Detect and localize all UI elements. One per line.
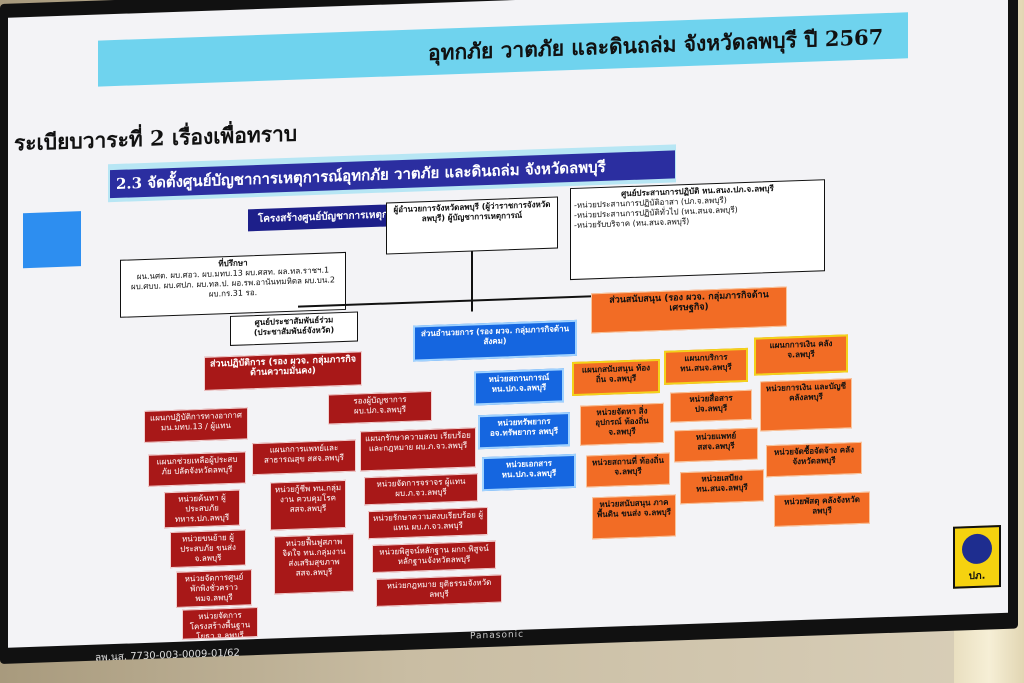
side-tab [23,211,81,269]
ops-sub-unit: หน่วยกฎหมาย ยุติธรรมจังหวัดลพบุรี [376,574,502,607]
advisor-box: ที่ปรึกษา ผน.นศต. ผบ.ศอว. ผบ.มทบ.13 ผบ.ศ… [120,251,346,318]
connector [471,251,473,312]
logo-text: ปภ. [968,570,986,583]
ops-unit: แผนกปฏิบัติการทางอากาศ มน.มทบ.13 / ผู้แท… [144,407,248,443]
ops-sub-unit: หน่วยจัดการศูนย์ พักพิงชั่วคราว พมจ.ลพบุ… [176,569,252,608]
admin-unit: หน่วยสถานการณ์ หน.ปภ.จ.ลพบุรี [474,368,564,406]
ops-unit: แผนกช่วยเหลือผู้ประสบภัย ปลัดจังหวัดลพบุ… [148,451,246,487]
support-unit: หน่วยจัดหา สิ่งอุปกรณ์ ท้องถิ่น จ.ลพบุรี [580,402,664,446]
ops-unit: แผนกรักษาความสงบ เรียบร้อยและกฎหมาย ผบ.ภ… [360,427,476,472]
ops-sub-unit: หน่วยพิสูจน์หลักฐาน ผกก.พิสูจน์หลักฐานจั… [372,540,496,574]
support-head: แผนกบริการ ทน.สนจ.ลพบุรี [664,347,748,385]
agenda-title: ระเบียบวาระที่ 2 เรื่องเพื่อทราบ [14,120,298,156]
ops-sub-unit: หน่วยค้นหา ผู้ประสบภัย ทหาร.ปภ.ลพบุรี [164,489,240,529]
support-unit: หน่วยสถานที่ ท้องถิ่น จ.ลพบุรี [586,452,670,488]
ops-sub-unit: หน่วยรักษาความสงบเรียบร้อย ผู้แทน ผบ.ภ.จ… [368,506,488,540]
admin-unit: หน่วยเอกสาร หน.ปภ.จ.ลพบุรี [482,453,576,492]
admin-section: ส่วนอำนวยการ (รอง ผวจ. กลุ่มภารกิจด้านสั… [413,319,577,362]
support-section: ส่วนสนับสนุน (รอง ผวจ. กลุ่มภารกิจด้านเศ… [591,286,787,334]
ops-sub-unit: หน่วยจัดการจราจร ผู้แทน ผบ.ภ.จว.ลพบุรี [364,473,478,506]
ddpm-logo: ปภ. [953,525,1001,589]
ops-sub-unit: หน่วยจัดการ โครงสร้างพื้นฐาน โยธา จ.ลพบุ… [182,606,258,640]
ops-unit: แผนกการแพทย์และสาธารณสุข สสจ.ลพบุรี [252,439,356,476]
support-unit: หน่วยจัดซื้อจัดจ้าง คลังจังหวัดลพบุรี [766,441,862,478]
ops-sub-unit: หน่วยฟื้นฟูสภาพ จิตใจ ทน.กลุ่มงาน ส่งเสร… [274,533,354,595]
tv-brand: Panasonic [470,629,525,642]
slide-screen: อุทกภัย วาตภัย และดินถล่ม จังหวัดลพบุรี … [8,0,1008,648]
support-unit: หน่วยสื่อสาร ปจ.ลพบุรี [670,389,752,423]
support-unit: หน่วยสนับสนุน ภาคพื้นดิน ขนส่ง จ.ลพบุรี [592,494,676,540]
ops-unit: รองผู้บัญชาการ ผบ.ปภ.จ.ลพบุรี [328,390,432,425]
pr-center-box: ศูนย์ประชาสัมพันธ์ร่วม (ประชาสัมพันธ์จัง… [230,311,358,346]
ops-section: ส่วนปฏิบัติการ (รอง ผวจ. กลุ่มภารกิจด้าน… [204,351,362,391]
support-unit: หน่วยแพทย์ สสจ.ลพบุรี [674,427,758,463]
support-unit: หน่วยพัสดุ คลังจังหวัดลพบุรี [774,491,870,527]
support-head: แผนกสนับสนุน ท้องถิ่น จ.ลพบุรี [572,358,660,397]
support-unit: หน่วยการเงิน และบัญชี คลังลพบุรี [760,378,852,432]
ops-sub-unit: หน่วยกู้ชีพ ทน.กลุ่มงาน ควบคุมโรค สสจ.ลพ… [270,479,346,531]
coordination-box: ศูนย์ประสานการปฏิบัติ หน.สนง.ปภ.จ.ลพบุรี… [570,179,825,281]
hand-icon [962,533,992,565]
commander-box: ผู้อำนวยการจังหวัดลพบุรี (ผู้ว่าราชการจั… [386,196,558,255]
admin-unit: หน่วยทรัพยากร อจ.ทรัพยากร ลพบุรี [478,412,570,450]
support-head: แผนกการเงิน คลัง จ.ลพบุรี [754,334,848,376]
ops-sub-unit: หน่วยขนย้าย ผู้ประสบภัย ขนส่ง จ.ลพบุรี [170,529,246,569]
support-unit: หน่วยเสบียง ทน.สนจ.ลพบุรี [680,469,764,505]
tv-bezel: อุทกภัย วาตภัย และดินถล่ม จังหวัดลพบุรี … [0,0,1018,664]
advisor-text: ผน.นศต. ผบ.ศอว. ผบ.มทบ.13 ผบ.ศสท. ผล.ทล.… [131,265,335,299]
